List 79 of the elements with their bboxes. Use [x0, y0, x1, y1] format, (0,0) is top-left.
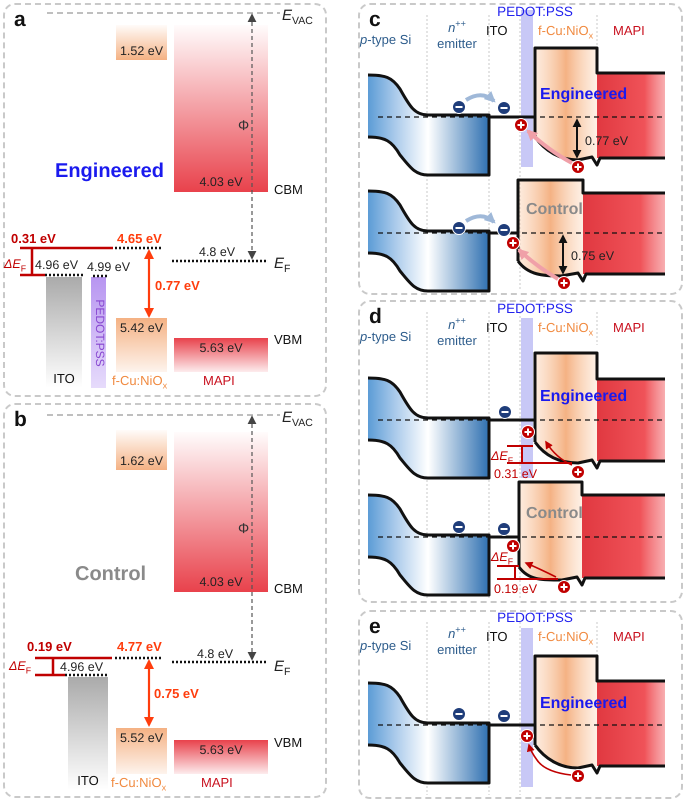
level-label: E$_{F}$	[274, 255, 290, 272]
energy-value: 5.63 eV	[199, 743, 243, 758]
energy-value: 1.62 eV	[120, 454, 164, 468]
layer-label: f-Cu:NiO$_{x}$	[538, 321, 594, 336]
valence-band-box	[116, 728, 167, 774]
layer-label: MAPI	[613, 630, 645, 645]
panel	[3, 3, 327, 397]
energy-value: 0.19 eV	[27, 640, 72, 655]
layer-label: PEDOT:PSS	[497, 301, 573, 317]
energy-value: 0.19 eV	[494, 582, 538, 596]
layer-label: PEDOT:PSS	[92, 298, 106, 366]
energy-value: 5.42 eV	[120, 321, 164, 336]
energy-value: 4.03 eV	[199, 174, 243, 189]
layer-label: ITO	[486, 630, 508, 645]
conduction-band-box	[174, 25, 268, 192]
layer-label: VBM	[274, 736, 302, 751]
energy-value: ΔE$_{F}$	[491, 550, 514, 564]
energy-value: 0.75 eV	[154, 687, 199, 702]
energy-value: 0.77 eV	[155, 279, 200, 294]
level-label: E$_{F}$	[274, 658, 290, 676]
energy-value: 0.31 eV	[494, 467, 538, 482]
layer-label: PEDOT:PSS	[497, 4, 573, 20]
layer-label: ITO	[486, 24, 508, 39]
layer-label: n$^{++}$ emitter	[436, 317, 478, 348]
level-label: E$_{VAC}$	[282, 7, 313, 24]
panel-letter: b	[14, 408, 27, 432]
layer-label: CBM	[274, 183, 303, 198]
layer-label: f-Cu:NiO$_{x}$	[538, 630, 594, 645]
layer-label: CBM	[274, 582, 303, 597]
layer-label: MAPI	[613, 321, 645, 336]
panel-letter: d	[369, 305, 382, 330]
symbol-label: Φ	[238, 520, 250, 536]
condition-label: Engineered	[55, 160, 164, 183]
layer-label: n$^{++}$ emitter	[436, 20, 478, 52]
layer-label: p-type Si	[360, 33, 412, 48]
layer-label: p-type Si	[360, 330, 412, 345]
level-label: E$_{VAC}$	[282, 409, 313, 426]
energy-value: 4.65 eV	[117, 232, 162, 247]
condition-label: Control	[526, 201, 583, 220]
layer-label: ITO	[486, 321, 508, 336]
valence-band-box	[174, 338, 268, 372]
energy-value: ΔE$_{F}$	[9, 659, 32, 674]
panel-letter: a	[14, 8, 26, 32]
interlayer-bar	[91, 277, 106, 388]
conduction-band-box	[174, 432, 268, 592]
energy-value: 5.63 eV	[199, 341, 243, 356]
layer-label: f-Cu:NiO$_{x}$	[538, 24, 594, 39]
conduction-band-box	[116, 25, 167, 60]
energy-value: 4.77 eV	[117, 640, 162, 655]
energy-value: 4.96 eV	[35, 258, 78, 272]
layer-label: PEDOT:PSS	[497, 610, 573, 626]
layer-label: f-Cu:NiO$_{x}$	[112, 374, 168, 389]
energy-value: 4.8 eV	[197, 647, 234, 662]
panel	[3, 403, 327, 798]
layer-label: n$^{++}$ emitter	[436, 626, 478, 658]
layer-label: MAPI	[203, 374, 235, 389]
condition-label: Control	[75, 563, 146, 586]
energy-value: 0.31 eV	[11, 232, 56, 247]
energy-value: 4.96 eV	[60, 660, 104, 674]
energy-value: 5.52 eV	[120, 731, 164, 746]
condition-label: Control	[526, 505, 583, 524]
energy-value: ΔE$_{F}$	[4, 257, 26, 272]
layer-label: ITO	[53, 372, 75, 387]
panel-letter: e	[369, 615, 381, 640]
layer-label: f-Cu:NiO$_{x}$	[111, 776, 166, 791]
layer-label: MAPI	[613, 24, 645, 39]
valence-band-box	[174, 740, 268, 774]
panel-letter: c	[369, 8, 381, 32]
energy-value: 1.52 eV	[120, 44, 164, 58]
symbol-label: Φ	[238, 117, 250, 134]
layer-label: VBM	[274, 333, 302, 348]
conduction-band-box	[116, 430, 167, 470]
energy-value: 4.99 eV	[87, 260, 130, 274]
energy-value: 4.8 eV	[199, 245, 236, 260]
energy-value: 4.03 eV	[199, 574, 243, 589]
valence-band-box	[116, 318, 167, 372]
layer-label: p-type Si	[360, 639, 412, 654]
layer-label: ITO	[77, 774, 99, 789]
layer-label: MAPI	[201, 776, 233, 791]
